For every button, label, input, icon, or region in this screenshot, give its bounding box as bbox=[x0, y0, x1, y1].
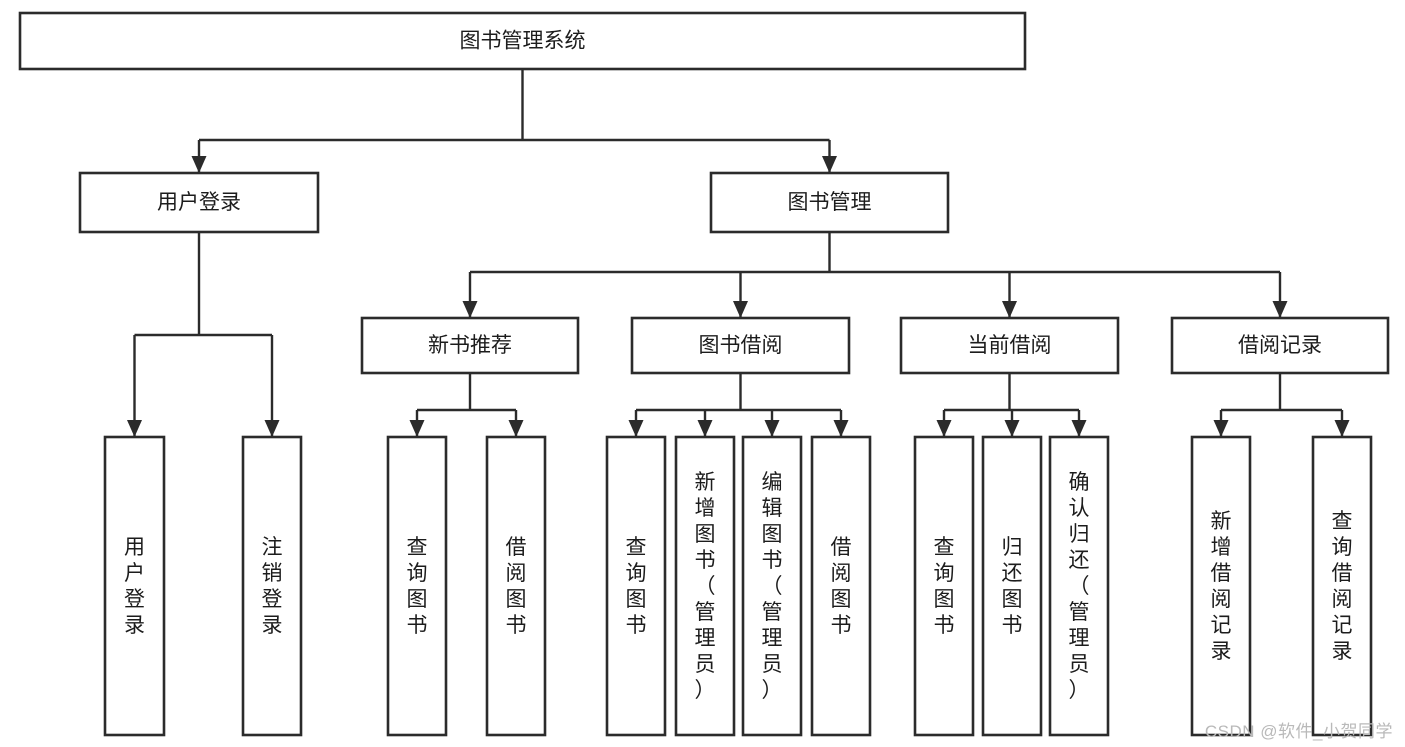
node-label: 借阅记录 bbox=[1238, 334, 1322, 357]
node-box[interactable] bbox=[241, 435, 303, 737]
node-leaf-borrow-edit[interactable]: 编辑图书（管理员） bbox=[741, 435, 803, 737]
node-label: 查询图书 bbox=[626, 536, 647, 637]
node-leaf-rec-search[interactable]: 查询借阅记录 bbox=[1311, 435, 1373, 737]
node-label: 图书借阅 bbox=[699, 334, 783, 357]
node-box[interactable] bbox=[103, 435, 166, 737]
arrow-head-icon bbox=[264, 420, 280, 437]
arrow-head-icon bbox=[1272, 301, 1288, 318]
node-leaf-rec-borrow[interactable]: 借阅图书 bbox=[485, 435, 547, 737]
node-layer: 图书管理系统用户登录图书管理新书推荐图书借阅当前借阅借阅记录用户登录注销登录查询… bbox=[18, 11, 1390, 737]
node-label: 图书管理系统 bbox=[460, 30, 586, 53]
node-label: 编辑图书（管理员） bbox=[762, 471, 783, 702]
node-current-borrow[interactable]: 当前借阅 bbox=[899, 316, 1120, 375]
node-box[interactable] bbox=[386, 435, 448, 737]
node-label: 图书管理 bbox=[788, 191, 872, 214]
arrow-head-icon bbox=[697, 420, 713, 437]
connector-layer bbox=[127, 69, 1350, 437]
node-box[interactable] bbox=[18, 11, 1027, 71]
node-box[interactable] bbox=[810, 435, 872, 737]
node-box[interactable] bbox=[630, 316, 851, 375]
arrow-head-icon bbox=[764, 420, 780, 437]
arrow-head-icon bbox=[191, 156, 207, 173]
node-box[interactable] bbox=[674, 435, 736, 737]
node-box[interactable] bbox=[1170, 316, 1390, 375]
node-label: 用户登录 bbox=[157, 191, 241, 214]
node-label: 用户登录 bbox=[124, 536, 145, 637]
arrow-head-icon bbox=[833, 420, 849, 437]
node-leaf-cur-return[interactable]: 归还图书 bbox=[981, 435, 1043, 737]
arrow-head-icon bbox=[733, 301, 748, 318]
node-borrow-record[interactable]: 借阅记录 bbox=[1170, 316, 1390, 375]
node-label: 确认归还（管理员） bbox=[1069, 471, 1090, 702]
arrow-head-icon bbox=[936, 420, 952, 437]
arrow-head-icon bbox=[508, 420, 524, 437]
csdn-watermark: CSDN @软件_小贺同学 bbox=[1204, 722, 1393, 741]
node-root[interactable]: 图书管理系统 bbox=[18, 11, 1027, 71]
node-leaf-borrow-query[interactable]: 查询图书 bbox=[605, 435, 667, 737]
arrow-head-icon bbox=[1004, 420, 1020, 437]
node-label: 查询图书 bbox=[407, 536, 428, 637]
node-label: 查询借阅记录 bbox=[1332, 510, 1353, 663]
arrow-head-icon bbox=[1334, 420, 1350, 437]
arrow-head-icon bbox=[127, 420, 142, 437]
node-label: 查询图书 bbox=[934, 536, 955, 637]
node-leaf-cur-confirm[interactable]: 确认归还（管理员） bbox=[1048, 435, 1110, 737]
arrow-head-icon bbox=[1213, 420, 1229, 437]
node-box[interactable] bbox=[981, 435, 1043, 737]
node-book-admin[interactable]: 图书管理 bbox=[709, 171, 950, 234]
arrow-head-icon bbox=[462, 301, 478, 318]
node-label: 归还图书 bbox=[1002, 536, 1023, 637]
node-box[interactable] bbox=[1311, 435, 1373, 737]
node-box[interactable] bbox=[78, 171, 320, 234]
node-label: 新增图书（管理员） bbox=[695, 471, 716, 702]
node-box[interactable] bbox=[360, 316, 580, 375]
node-box[interactable] bbox=[741, 435, 803, 737]
node-leaf-borrow-add[interactable]: 新增图书（管理员） bbox=[674, 435, 736, 737]
node-label: 新书推荐 bbox=[428, 334, 512, 357]
node-label: 注销登录 bbox=[262, 536, 283, 637]
arrow-head-icon bbox=[628, 420, 644, 437]
arrow-head-icon bbox=[822, 156, 837, 173]
node-box[interactable] bbox=[1048, 435, 1110, 737]
node-box[interactable] bbox=[709, 171, 950, 234]
node-user-login[interactable]: 用户登录 bbox=[78, 171, 320, 234]
node-new-book-rec[interactable]: 新书推荐 bbox=[360, 316, 580, 375]
node-leaf-cur-query[interactable]: 查询图书 bbox=[913, 435, 975, 737]
node-book-borrow[interactable]: 图书借阅 bbox=[630, 316, 851, 375]
node-box[interactable] bbox=[485, 435, 547, 737]
arrow-head-icon bbox=[409, 420, 425, 437]
node-leaf-borrow-lend[interactable]: 借阅图书 bbox=[810, 435, 872, 737]
node-label: 借阅图书 bbox=[831, 536, 852, 637]
node-box[interactable] bbox=[899, 316, 1120, 375]
arrow-head-icon bbox=[1071, 420, 1087, 437]
node-leaf-user-login[interactable]: 用户登录 bbox=[103, 435, 166, 737]
node-label: 借阅图书 bbox=[506, 536, 527, 637]
node-box[interactable] bbox=[913, 435, 975, 737]
node-label: 新增借阅记录 bbox=[1211, 510, 1232, 663]
node-box[interactable] bbox=[605, 435, 667, 737]
node-leaf-user-logout[interactable]: 注销登录 bbox=[241, 435, 303, 737]
node-leaf-rec-query[interactable]: 查询图书 bbox=[386, 435, 448, 737]
node-leaf-rec-add[interactable]: 新增借阅记录 bbox=[1190, 435, 1252, 737]
node-label: 当前借阅 bbox=[968, 334, 1052, 357]
arrow-head-icon bbox=[1002, 301, 1017, 318]
node-box[interactable] bbox=[1190, 435, 1252, 737]
